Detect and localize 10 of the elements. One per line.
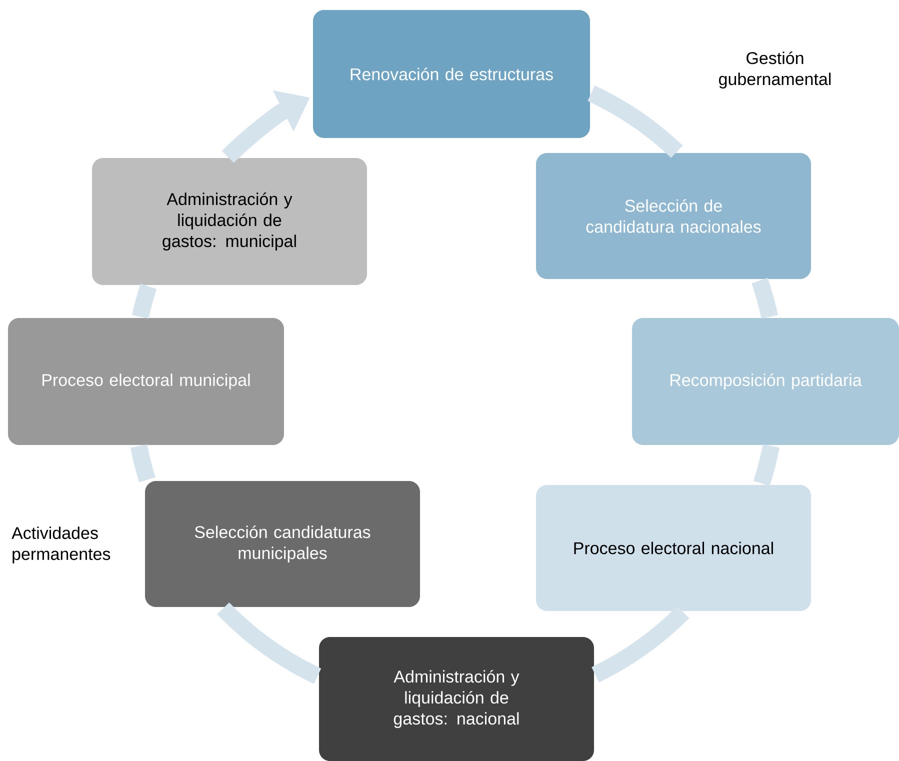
process-box: Renovación de estructuras — [313, 10, 590, 138]
process-box: Administración y liquidación de gastos: nacional — [319, 637, 594, 761]
process-box: Selección candidaturas municipales — [145, 481, 420, 607]
label: Gestión gubernamental — [719, 51, 831, 89]
process-box: Administración y liquidación de gastos: municipal — [92, 158, 367, 285]
label: Actividades permanentes — [12, 526, 110, 564]
process-box: Recomposición partidaria — [632, 318, 899, 445]
process-box: Selección de candidatura nacionales — [536, 153, 811, 279]
process-box: Proceso electoral nacional — [536, 485, 811, 611]
process-box: Proceso electoral municipal — [8, 318, 284, 445]
